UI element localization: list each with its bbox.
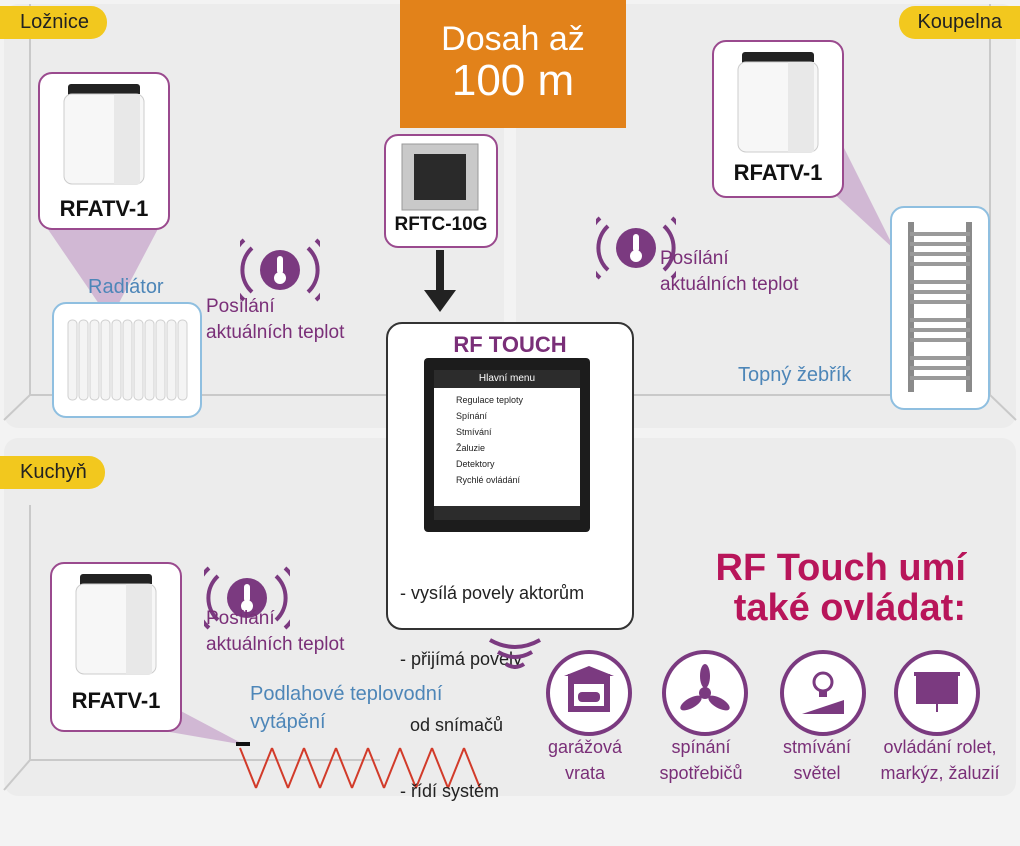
menu-item: Žaluzie	[456, 443, 486, 453]
bulb-dimmer-icon	[780, 650, 866, 736]
thermometer-signal-icon	[240, 238, 320, 302]
control-line2: spotřebičů	[659, 763, 743, 783]
sending-text-bedroom: Posílání aktuálních teplot	[206, 294, 344, 346]
control-label-dimmer: stmívání světel	[752, 734, 882, 786]
rf-touch-bullets: - vysílá povely aktorům - přijímá povely…	[400, 538, 584, 846]
floor-heating-label: Podlahové teplovodní vytápění	[250, 680, 442, 736]
radiator-label: Radiátor	[88, 276, 164, 298]
control-line1: ovládání rolet,	[883, 737, 997, 757]
also-line1: RF Touch umí	[715, 547, 967, 589]
garage-icon	[546, 650, 632, 736]
arrow-down-icon	[424, 250, 456, 312]
sensor-bar	[236, 742, 250, 746]
sending-line1: Posílání	[206, 608, 275, 629]
control-label-fan: spínání spotřebičů	[636, 734, 766, 786]
rftc-card: RFTC-10G	[384, 134, 498, 248]
menu-item: Stmívání	[456, 427, 492, 437]
room-label-kitchen: Kuchyň	[0, 456, 105, 489]
sending-line1: Posílání	[660, 248, 729, 269]
menu-item: Regulace teploty	[456, 395, 524, 405]
sending-line2: aktuálních teplot	[660, 274, 799, 295]
model-label: RFATV-1	[733, 160, 823, 185]
control-label-garage: garážová vrata	[520, 734, 650, 786]
sending-line1: Posílání	[206, 296, 275, 317]
rf-touch-screen: Hlavní menu Regulace teploty Spínání Stm…	[424, 358, 590, 532]
towel-heater-icon	[908, 222, 972, 392]
model-label: RFATV-1	[71, 688, 161, 713]
wireless-signal-icon	[489, 638, 541, 669]
rf-touch-title: RF TOUCH	[453, 332, 567, 357]
fan-icon	[662, 650, 748, 736]
towel-heater-label: Topný žebřík	[738, 364, 852, 386]
menu-item: Detektory	[456, 459, 495, 469]
radiator-icon	[67, 319, 188, 401]
thermostatic-head-icon	[75, 574, 157, 675]
bullet: - vysílá povely aktorům	[400, 583, 585, 603]
menu-title: Hlavní menu	[434, 370, 580, 388]
also-controls-title: RF Touch umí také ovládat:	[706, 547, 967, 629]
range-line2: 100 m	[451, 56, 575, 105]
model-label-rftc: RFTC-10G	[394, 214, 488, 235]
thermostatic-head-icon	[737, 52, 819, 153]
radiator-card	[52, 302, 202, 418]
control-line2: vrata	[564, 763, 606, 783]
floor-heating-line1: Podlahové teplovodní	[250, 683, 443, 705]
control-line1: garážová	[547, 737, 623, 757]
blind-icon	[894, 650, 980, 736]
sending-text-bathroom: Posílání aktuálních teplot	[660, 246, 798, 298]
sending-line2: aktuálních teplot	[206, 322, 345, 343]
control-line2: světel	[793, 763, 841, 783]
sending-line2: aktuálních teplot	[206, 634, 345, 655]
bullet: - řídí systém	[400, 781, 500, 801]
menu-item: Spínání	[456, 411, 488, 421]
range-line1: Dosah až	[441, 20, 585, 58]
thermostatic-head-icon	[63, 84, 145, 185]
control-line2: markýz, žaluzií	[880, 763, 1000, 783]
range-box: Dosah až 100 m	[400, 0, 626, 128]
sending-text-kitchen: Posílání aktuálních teplot	[206, 606, 344, 658]
control-line1: spínání	[671, 737, 731, 757]
rfatv-card-bedroom: RFATV-1	[38, 72, 170, 230]
control-line1: stmívání	[782, 737, 852, 757]
also-line2: také ovládat:	[733, 587, 966, 629]
floor-heating-coil-icon	[239, 747, 481, 789]
bullet: od snímačů	[400, 715, 504, 735]
room-label-bedroom: Ložnice	[0, 6, 107, 39]
room-label-bathroom: Koupelna	[899, 6, 1020, 39]
thermometer-signal-icon	[204, 566, 290, 630]
model-label: RFATV-1	[59, 196, 149, 221]
control-label-blind: ovládání rolet, markýz, žaluzií	[862, 734, 1018, 786]
floor-heating-line2: vytápění	[250, 711, 326, 733]
rf-touch-card: RF TOUCH Hlavní menu Regulace teploty Sp…	[386, 322, 634, 801]
thermometer-signal-icon	[596, 216, 676, 280]
wall-thermostat-icon	[401, 143, 479, 211]
rfatv-card-bathroom: RFATV-1	[712, 40, 844, 198]
rfatv-card-kitchen: RFATV-1	[50, 562, 182, 732]
towel-heater-card	[890, 206, 990, 410]
menu-item: Rychlé ovládání	[456, 475, 521, 485]
